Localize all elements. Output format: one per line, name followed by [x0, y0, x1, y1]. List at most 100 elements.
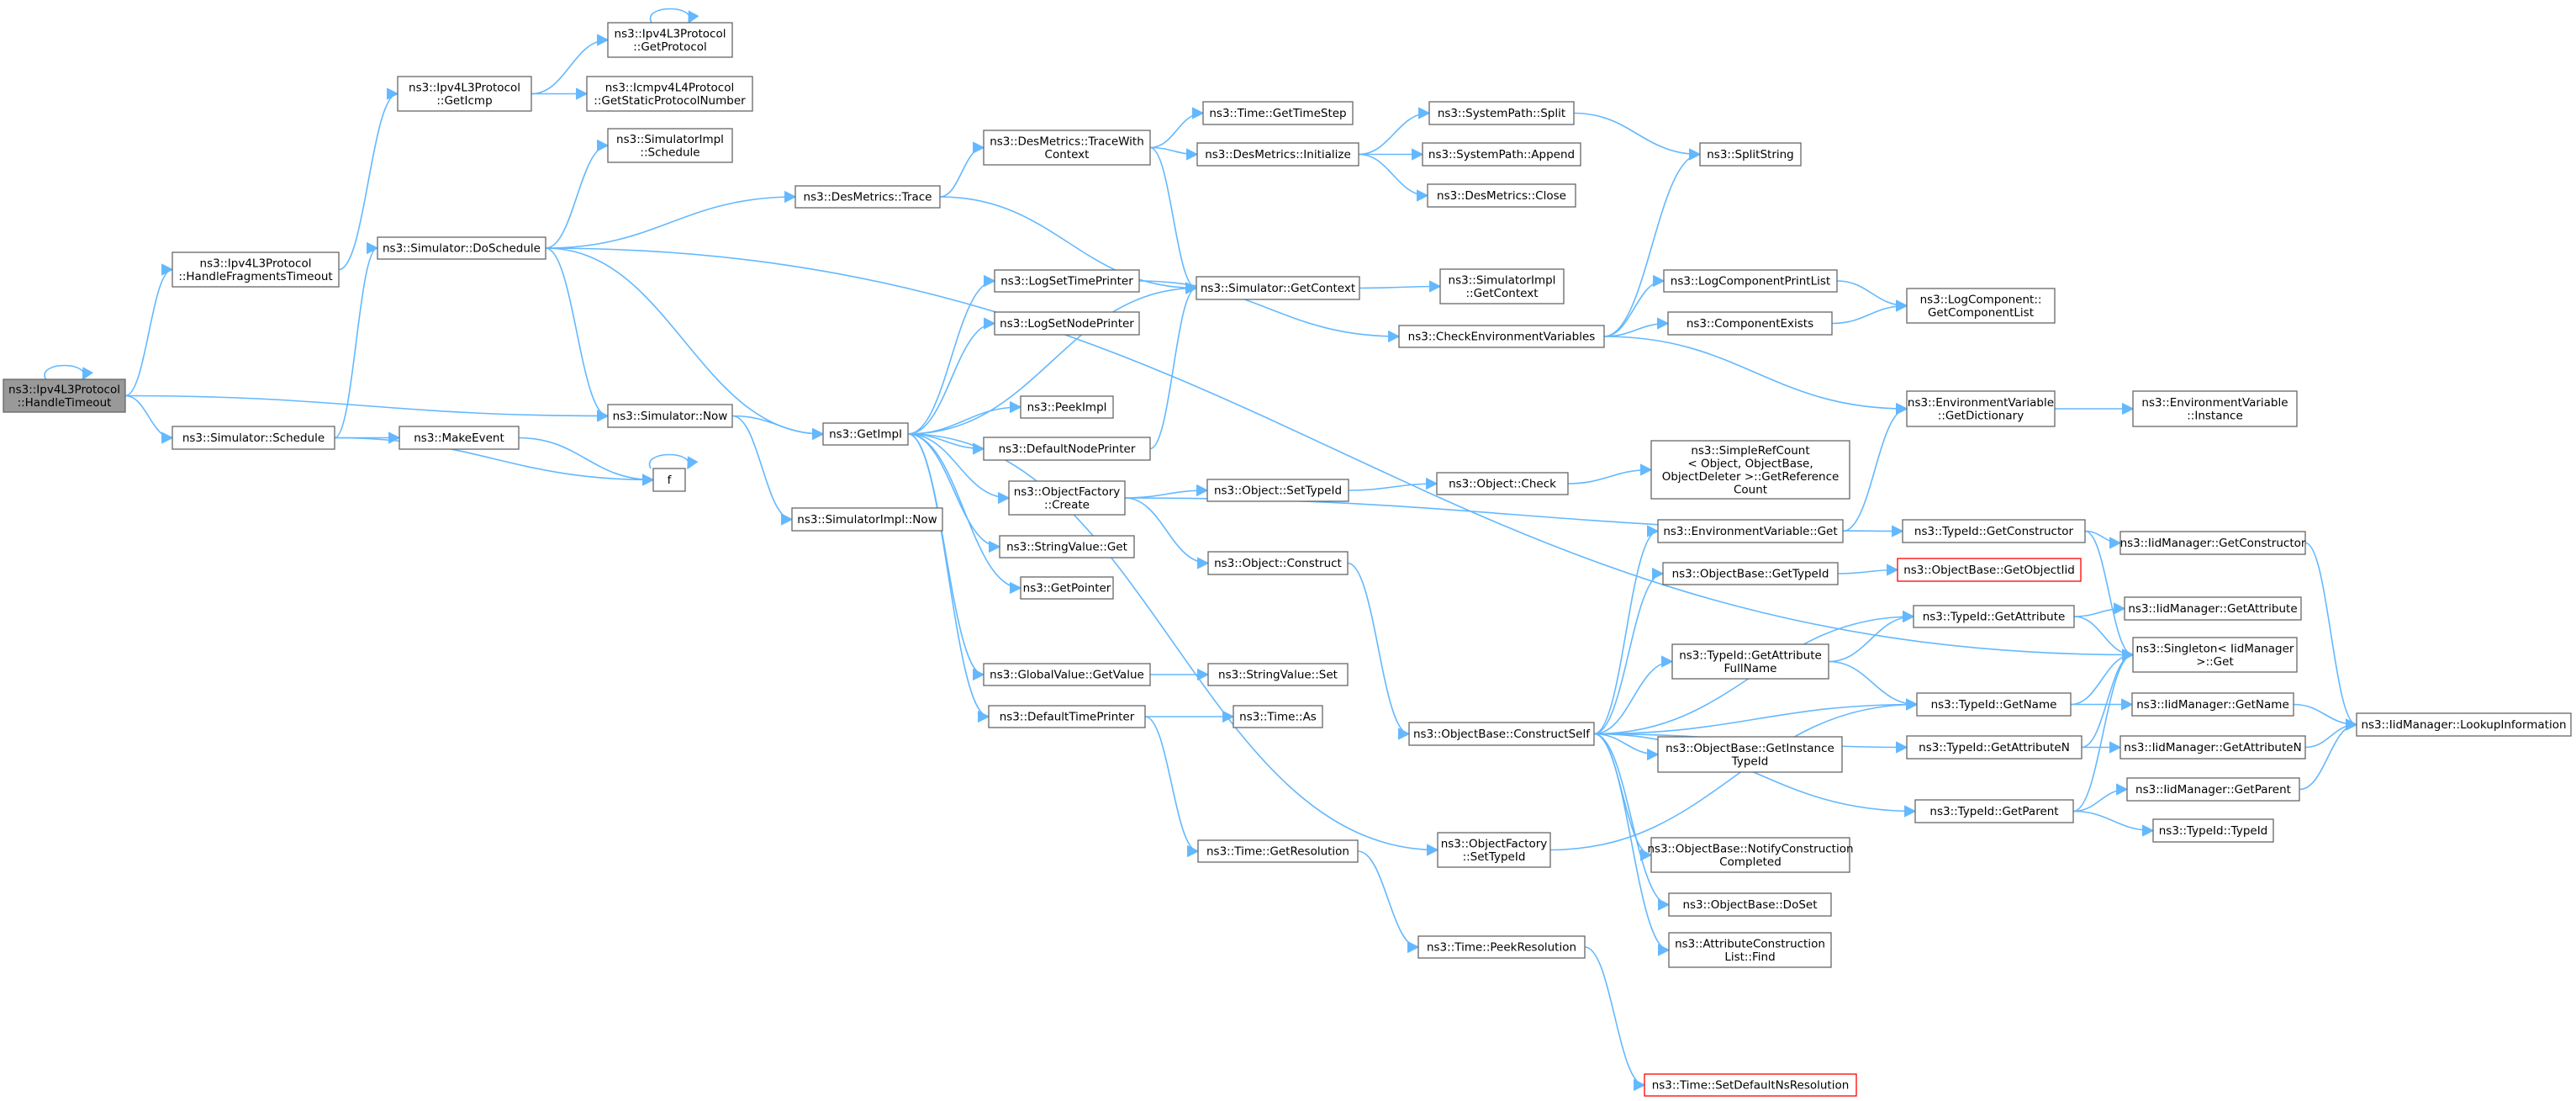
node-getprotocol[interactable]: ns3::Ipv4L3Protocol::GetProtocol: [607, 22, 733, 58]
node-singletonget[interactable]: ns3::Singleton< IidManager>::Get: [2132, 637, 2298, 673]
node-typeidgetname[interactable]: ns3::TypeId::GetName: [1916, 692, 2072, 717]
node-desmetricstrace[interactable]: ns3::DesMetrics::Trace: [794, 185, 941, 209]
node-iidgetname[interactable]: ns3::IidManager::GetName: [2131, 692, 2294, 717]
node-objfactsettypeid[interactable]: ns3::ObjectFactory::SetTypeId: [1437, 832, 1551, 868]
node-objcheck[interactable]: ns3::Object::Check: [1436, 472, 1569, 495]
node-getcomplist[interactable]: ns3::LogComponent::GetComponentList: [1906, 288, 2056, 324]
node-simimplnow[interactable]: ns3::SimulatorImpl::Now: [791, 507, 943, 532]
node-peekimpl[interactable]: ns3::PeekImpl: [1020, 395, 1114, 419]
node-globalvalueget[interactable]: ns3::GlobalValue::GetValue: [983, 663, 1151, 686]
node-getpointer[interactable]: ns3::GetPointer: [1020, 576, 1114, 600]
node-typeidtypeid[interactable]: ns3::TypeId::TypeId: [2152, 818, 2274, 843]
node-label: ::GetIcmp: [436, 94, 492, 108]
node-simschedule[interactable]: ns3::Simulator::Schedule: [172, 426, 335, 450]
node-box: [1437, 832, 1551, 868]
node-doschedule[interactable]: ns3::Simulator::DoSchedule: [377, 236, 546, 260]
node-iidgetattributen[interactable]: ns3::IidManager::GetAttributeN: [2119, 735, 2306, 760]
node-envget[interactable]: ns3::EnvironmentVariable::Get: [1657, 519, 1844, 543]
node-label: Completed: [1719, 855, 1782, 869]
node-box: [1906, 390, 2056, 427]
node-objbasegettypeid[interactable]: ns3::ObjectBase::GetTypeId: [1662, 562, 1839, 585]
call-edge: [907, 433, 1011, 505]
node-logsettime[interactable]: ns3::LogSetTimePrinter: [994, 269, 1140, 293]
node-desinit[interactable]: ns3::DesMetrics::Initialize: [1196, 142, 1359, 167]
node-typeidgetconstructor[interactable]: ns3::TypeId::GetConstructor: [1902, 519, 2086, 543]
recursive-edge: [649, 8, 699, 24]
node-getresolution[interactable]: ns3::Time::GetResolution: [1197, 839, 1359, 863]
node-gettimestep[interactable]: ns3::Time::GetTimeStep: [1202, 101, 1354, 125]
node-iidgetconstructor[interactable]: ns3::IidManager::GetConstructor: [2119, 531, 2306, 555]
node-iidgetparent[interactable]: ns3::IidManager::GetParent: [2126, 777, 2300, 802]
node-label: ns3::ObjectFactory: [1441, 837, 1548, 850]
node-box: [1657, 519, 1844, 543]
node-defnodeprinter[interactable]: ns3::DefaultNodePrinter: [983, 437, 1151, 461]
node-syspathappend[interactable]: ns3::SystemPath::Append: [1422, 142, 1581, 167]
node-label: ns3::IidManager::GetParent: [2135, 783, 2291, 797]
recursive-edge: [44, 364, 94, 381]
node-logcompprint[interactable]: ns3::LogComponentPrintList: [1663, 269, 1838, 293]
node-setdefaultns[interactable]: ns3::Time::SetDefaultNsResolution: [1644, 1073, 1857, 1097]
node-label: ns3::DesMetrics::Initialize: [1205, 148, 1351, 161]
node-iidgetattribute[interactable]: ns3::IidManager::GetAttribute: [2124, 596, 2302, 621]
node-splitstring[interactable]: ns3::SplitString: [1699, 142, 1802, 167]
node-box: [1207, 663, 1349, 686]
node-typeidgetattribute[interactable]: ns3::TypeId::GetAttribute: [1913, 605, 2075, 628]
node-simnow[interactable]: ns3::Simulator::Now: [607, 404, 733, 428]
node-simgetcontext[interactable]: ns3::Simulator::GetContext: [1196, 276, 1360, 300]
node-envinstance[interactable]: ns3::EnvironmentVariable::Instance: [2132, 390, 2298, 427]
call-edge: [1358, 107, 1431, 156]
node-timeas[interactable]: ns3::Time::As: [1233, 705, 1323, 728]
node-objbasegetobjectiid[interactable]: ns3::ObjectBase::GetObjectIid: [1897, 558, 2082, 582]
call-edge: [1359, 280, 1442, 293]
node-simplerefcount[interactable]: ns3::SimpleRefCount< Object, ObjectBase,…: [1650, 440, 1850, 500]
node-box: [1020, 576, 1114, 600]
node-box: [2131, 692, 2294, 717]
node-box: [1667, 311, 1833, 336]
node-objbasenotify[interactable]: ns3::ObjectBase::NotifyConstructionCompl…: [1647, 837, 1854, 873]
node-stringvalueset[interactable]: ns3::StringValue::Set: [1207, 663, 1349, 686]
call-edge: [907, 433, 1022, 595]
node-simimplgetcontext[interactable]: ns3::SimulatorImpl::GetContext: [1439, 268, 1565, 304]
node-iidlookup[interactable]: ns3::IidManager::LookupInformation: [2356, 712, 2572, 737]
node-objfactcreate[interactable]: ns3::ObjectFactory::Create: [1008, 480, 1126, 516]
node-handlefrag[interactable]: ns3::Ipv4L3Protocol::HandleFragmentsTime…: [172, 251, 340, 288]
node-syspathsplit[interactable]: ns3::SystemPath::Split: [1428, 101, 1575, 125]
node-objbasedoset[interactable]: ns3::ObjectBase::DoSet: [1668, 892, 1832, 917]
node-label: ns3::StringValue::Set: [1218, 669, 1338, 682]
call-edge: [545, 247, 610, 422]
node-getstaticproto[interactable]: ns3::Icmpv4L4Protocol::GetStaticProtocol…: [586, 76, 753, 112]
node-typeidgetparent[interactable]: ns3::TypeId::GetParent: [1914, 799, 2074, 823]
node-objsettypeid[interactable]: ns3::Object::SetTypeId: [1206, 479, 1349, 502]
node-typeidgetattributen[interactable]: ns3::TypeId::GetAttributeN: [1906, 735, 2082, 760]
node-peekresolution[interactable]: ns3::Time::PeekResolution: [1417, 935, 1586, 959]
node-compexists[interactable]: ns3::ComponentExists: [1667, 311, 1833, 336]
node-box: [983, 663, 1151, 686]
node-label: ns3::SimulatorImpl: [1449, 273, 1556, 287]
node-objbaseconstructself[interactable]: ns3::ObjectBase::ConstructSelf: [1408, 722, 1595, 746]
node-f[interactable]: f: [652, 468, 686, 492]
node-simimplschedule[interactable]: ns3::SimulatorImpl::Schedule: [607, 128, 733, 163]
call-edge: [907, 400, 1022, 435]
node-label: ns3::Ipv4L3Protocol: [409, 81, 520, 94]
node-box: [607, 404, 733, 428]
node-label: ns3::DefaultTimePrinter: [1000, 711, 1135, 724]
node-deftimeprinter[interactable]: ns3::DefaultTimePrinter: [988, 705, 1146, 728]
node-label: ns3::Simulator::DoSchedule: [383, 242, 541, 256]
node-makeevent[interactable]: ns3::MakeEvent: [399, 426, 520, 450]
node-box: [377, 236, 546, 260]
node-logsetnode[interactable]: ns3::LogSetNodePrinter: [994, 311, 1140, 336]
node-getimpl[interactable]: ns3::GetImpl: [822, 422, 909, 446]
node-checkenv[interactable]: ns3::CheckEnvironmentVariables: [1398, 325, 1605, 348]
node-stringvalueget[interactable]: ns3::StringValue::Get: [999, 535, 1135, 558]
node-box: [1417, 935, 1586, 959]
node-envgetdict[interactable]: ns3::EnvironmentVariable::GetDictionary: [1906, 390, 2056, 427]
node-label: ns3::Time::As: [1239, 711, 1317, 724]
node-geticmp[interactable]: ns3::Ipv4L3Protocol::GetIcmp: [397, 76, 532, 112]
node-objconstruct[interactable]: ns3::Object::Construct: [1207, 551, 1349, 575]
node-handletimeout[interactable]: ns3::Ipv4L3Protocol::HandleTimeout: [3, 378, 126, 413]
node-desclose[interactable]: ns3::DesMetrics::Close: [1427, 183, 1576, 208]
